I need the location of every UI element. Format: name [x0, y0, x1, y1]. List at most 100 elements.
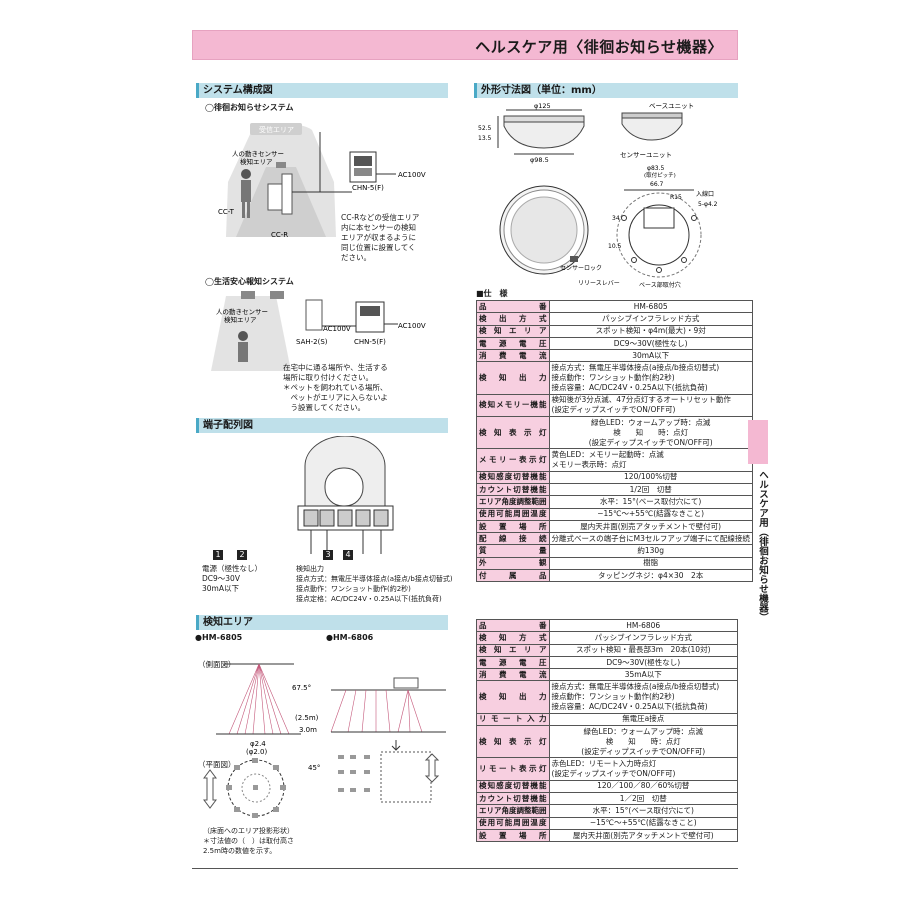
spec-value: 分離式ベースの端子台にM3セルフアップ端子にて配線接続 — [548, 532, 753, 546]
spec-value: 接点方式：無電圧半導体接点(a接点/b接点切替式) 接点動作：ワンショット動作(… — [548, 361, 753, 395]
spec-value: 緑色LED：ウォームアップ時：点滅 検 知 時：点灯 (設定ディップスイッチでO… — [548, 725, 738, 759]
base-unit-label: ベースユニット — [649, 102, 694, 110]
spec-value: 接点方式：無電圧半導体接点(a接点/b接点切替式) 接点動作：ワンショット動作(… — [548, 680, 738, 714]
spec-value: 水平：15°(ベース取付穴にて) — [548, 495, 753, 509]
chn5f-label: CHN-5(F) — [354, 338, 386, 346]
terminal-number-4: 4 — [343, 550, 353, 560]
spec-key: 検知方式 — [476, 631, 550, 645]
spec-key: 消費電流 — [476, 668, 550, 682]
diameter-20-label: (φ2.0) — [246, 748, 267, 756]
ac100v-label: AC100V — [398, 171, 426, 179]
terminal-output-note: 検知出力 接点方式：無電圧半導体接点(a接点/b接点切替式) 接点動作：ワンショ… — [296, 565, 453, 603]
spec-key: 配線接続 — [476, 532, 550, 546]
section-terminal: 端子配列図 — [196, 418, 448, 433]
spec-value: 1／2回 切替 — [548, 791, 738, 806]
sensor-unit-label: センサーユニット — [620, 151, 672, 159]
spec-key: 外観 — [476, 556, 550, 571]
height-30-label: 3.0m — [299, 726, 317, 734]
hole-label: 5-φ4.2 — [698, 201, 718, 208]
spec-key: 検知メモリー機能 — [476, 393, 550, 418]
spec-key: 付属品 — [476, 569, 550, 583]
spec-key: メモリー表示灯 — [476, 448, 550, 472]
title-bar: ヘルスケア用〈徘徊お知らせ機器〉 — [192, 30, 738, 60]
spec-key: 検知表示灯 — [476, 416, 550, 450]
spec-key: 検知出力 — [476, 361, 550, 395]
spec-row: エリア角度調整範囲水平：15°(ベース取付穴にて) — [476, 495, 753, 509]
spec-key: 電源電圧 — [476, 655, 550, 670]
spec-row: 配線接続分離式ベースの端子台にM3セルフアップ端子にて配線接続 — [476, 532, 753, 546]
spec-key: カウント切替機能 — [476, 791, 550, 806]
spec-value: 120/100%切替 — [548, 470, 753, 484]
spec-row: リモート入力無電圧a接点 — [476, 712, 738, 727]
spec-value: 30mA以下 — [548, 349, 753, 363]
sensor-area-label: 人の動きセンサー検知エリア — [216, 307, 268, 324]
spec-value: 屋内天井面(別売アタッチメントで壁付可) — [548, 828, 738, 843]
spec-value: 樹脂 — [548, 556, 753, 571]
spec-row: 検知方式パッシブインフラレッド方式 — [476, 631, 738, 645]
section-dimensions: 外形寸法図（単位：mm） — [474, 83, 738, 98]
v105-label: 10.5 — [608, 243, 622, 250]
side-tab-label: ヘルスケア用（徘徊お知らせ機器） — [757, 470, 768, 622]
diameter-24-label: φ2.4 — [250, 740, 266, 748]
spec-value: −15℃〜+55℃(結露なきこと) — [548, 816, 738, 830]
spec-row: 検知表示灯緑色LED：ウォームアップ時：点滅 検 知 時：点灯 (設定ディップス… — [476, 725, 738, 759]
spec-key: 検出方式 — [476, 312, 550, 326]
spec-row: 設置場所屋内天井面(別売アタッチメントで壁付可) — [476, 828, 738, 843]
spec-key: 設置場所 — [476, 828, 550, 843]
terminal-power-note: 電源（極性なし） DC9〜30V 30mA以下 — [202, 564, 262, 593]
chn5f-label: CHN-5(F) — [352, 184, 384, 192]
hm6806-area-diagram — [330, 677, 446, 803]
spec-value: DC9〜30V(極性なし) — [548, 336, 753, 351]
pet-note: 在宅中に通る場所や、生活する 場所に取り付けください。 ＊ペットを飼われている場… — [283, 363, 388, 412]
model-6806-label: ●HM-6806 — [326, 633, 374, 642]
side-tab — [748, 420, 768, 464]
spec-value: HM-6806 — [548, 618, 738, 633]
floor-note: （床面へのエリア投影形状） ＊寸法値の（ ）は取付高さ 2.5m時の数値を示す。 — [203, 827, 294, 855]
angle-675-label: 67.5° — [292, 684, 311, 692]
section-detect-area: 検知エリア — [196, 615, 448, 630]
terminal-diagram — [297, 436, 394, 554]
spec-value: 黄色LED：メモリー起動時：点滅 メモリー表示時：点灯 — [548, 448, 753, 472]
person-icon — [238, 331, 248, 341]
spec-value: 水平：15°(ベース取付穴にて) — [548, 804, 738, 818]
spec-key: 消費電流 — [476, 349, 550, 363]
ceiling-sensor-icon — [241, 291, 255, 299]
spec-key: 品番 — [476, 299, 550, 314]
spec-row: メモリー表示灯黄色LED：メモリー起動時：点滅 メモリー表示時：点灯 — [476, 448, 753, 472]
ccr-label: CC-R — [271, 231, 288, 239]
spec-key: 品番 — [476, 618, 550, 633]
spec-heading: ■仕 様 — [476, 289, 508, 298]
person-icon — [241, 169, 251, 179]
spec-key: 検知エリア — [476, 643, 550, 657]
spec-key: 電源電圧 — [476, 336, 550, 351]
terminal-block — [303, 509, 389, 527]
spec-value: 120／100／80／60%切替 — [548, 779, 738, 793]
spec-value: 無電圧a接点 — [548, 712, 738, 727]
hm6805-area-diagram: 67.5° (2.5m) 3.0m φ2.4 (φ2.0) 45° — [203, 663, 320, 818]
ac100v-label-2: AC100V — [398, 322, 426, 330]
d125-label: φ125 — [534, 102, 551, 110]
wander-system-diagram: 受信エリア 人の動きセンサー検知エリア CC-T CC-R CHN-5(F) A… — [218, 123, 426, 239]
pitch-label: (取付ピッチ) — [644, 171, 676, 179]
ac100v-label: AC100V — [323, 325, 351, 333]
spec-value: スポット検知・最長部3m 20本(10対) — [548, 643, 738, 657]
section-heading: 端子配列図 — [203, 420, 253, 431]
h525-label: 52.5 — [478, 125, 492, 132]
release-lever-label: リリースレバー — [578, 280, 620, 287]
spec-value: 1/2回 切替 — [548, 482, 753, 497]
spec-key: 検知感度切替機能 — [476, 779, 550, 793]
spec-value: DC9〜30V(極性なし) — [548, 655, 738, 670]
spec-value: パッシブインフラレッド方式 — [548, 631, 738, 645]
h135-label: 13.5 — [478, 135, 492, 142]
bottom-rule — [192, 868, 738, 869]
spec-row: 付属品タッピングネジ：φ4×30 2本 — [476, 569, 753, 583]
